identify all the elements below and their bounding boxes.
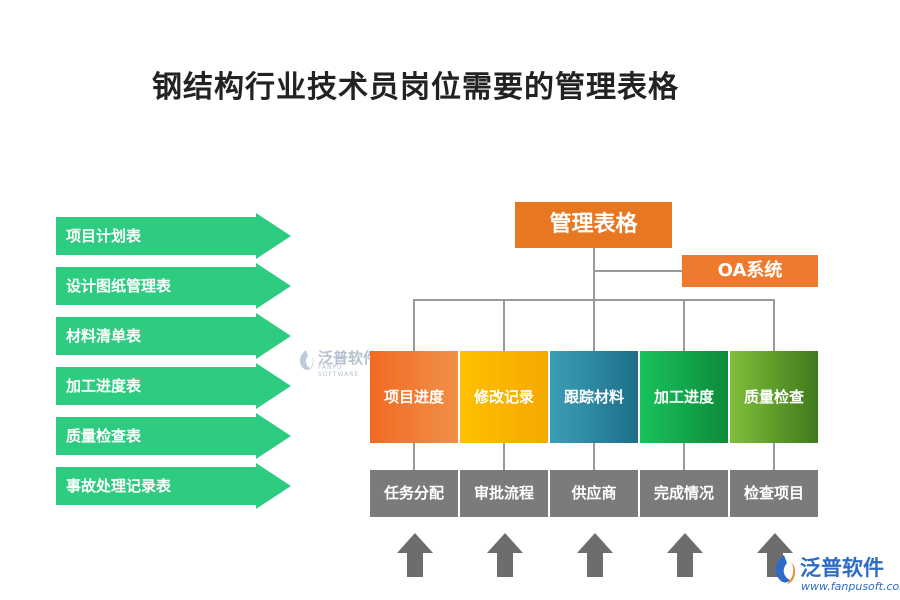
fanpu-logo-icon — [299, 350, 314, 371]
category-node: 加工进度 — [640, 351, 728, 443]
watermark-subtext: FANPU SOFTWARE — [318, 364, 360, 378]
sub-node: 任务分配 — [370, 470, 458, 517]
page-title: 钢结构行业技术员岗位需要的管理表格 — [152, 70, 679, 105]
list-item: 材料清单表 — [56, 313, 291, 359]
arrow-shape — [56, 213, 291, 259]
watermark-text: 泛普软件 — [318, 349, 379, 367]
oa-node: OA系统 — [682, 255, 818, 287]
connector-line — [773, 299, 775, 351]
arrow-shape — [56, 263, 291, 309]
list-item: 加工进度表 — [56, 363, 291, 409]
connector-line — [593, 443, 595, 470]
category-node: 修改记录 — [460, 351, 548, 443]
watermark-text: 泛普软件 — [800, 556, 884, 580]
list-item: 项目计划表 — [56, 213, 291, 259]
connector-line — [413, 299, 415, 351]
sub-node: 完成情况 — [640, 470, 728, 517]
connector-line — [503, 443, 505, 470]
up-arrow-icon — [667, 533, 703, 577]
sub-node: 审批流程 — [460, 470, 548, 517]
arrow-shape — [56, 463, 291, 509]
sub-node: 供应商 — [550, 470, 638, 517]
watermark-corner: 泛普软件 www.fanpusoft.com — [770, 552, 900, 598]
list-item: 事故处理记录表 — [56, 463, 291, 509]
connector-line — [593, 248, 595, 300]
category-node: 项目进度 — [370, 351, 458, 443]
list-item: 设计图纸管理表 — [56, 263, 291, 309]
connector-line — [593, 299, 595, 351]
fanpu-logo-icon — [775, 555, 796, 584]
connector-line — [683, 443, 685, 470]
list-item-label: 加工进度表 — [66, 377, 142, 395]
list-item-label: 材料清单表 — [66, 327, 142, 345]
up-arrow-icon — [757, 533, 793, 577]
watermark-url: www.fanpusoft.com — [801, 580, 900, 593]
connector-line — [413, 443, 415, 470]
arrow-shape — [56, 313, 291, 359]
arrow-shape — [56, 413, 291, 459]
list-item: 质量检查表 — [56, 413, 291, 459]
up-arrow-icon — [487, 533, 523, 577]
connector-line — [683, 299, 685, 351]
connector-line — [595, 270, 682, 272]
sub-node: 检查项目 — [730, 470, 818, 517]
arrow-shape — [56, 363, 291, 409]
watermark-center: 泛普软件 FANPU SOFTWARE — [296, 347, 386, 378]
connector-line — [503, 299, 505, 351]
root-node: 管理表格 — [515, 202, 672, 248]
category-node: 质量检查 — [730, 351, 818, 443]
connector-line — [773, 443, 775, 470]
category-node: 跟踪材料 — [550, 351, 638, 443]
up-arrow-icon — [577, 533, 613, 577]
list-item-label: 设计图纸管理表 — [66, 277, 172, 295]
list-item-label: 事故处理记录表 — [66, 477, 172, 495]
list-item-label: 质量检查表 — [66, 427, 142, 445]
up-arrow-icon — [397, 533, 433, 577]
list-item-label: 项目计划表 — [66, 227, 142, 245]
